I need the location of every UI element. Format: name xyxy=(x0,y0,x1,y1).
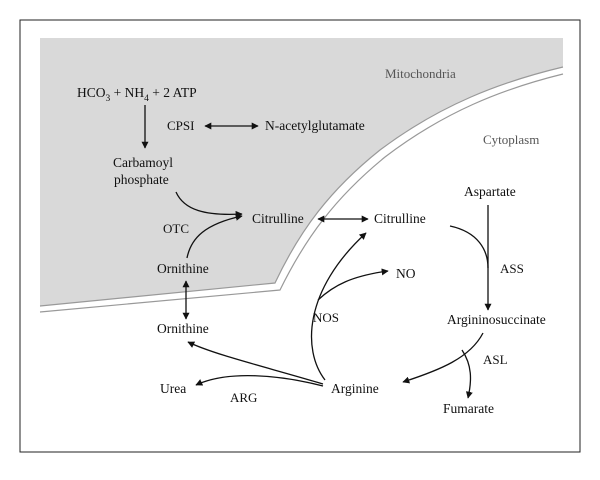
citrulline-cyto-label: Citrulline xyxy=(374,211,426,226)
arrow-arginine-to-urea xyxy=(195,375,324,387)
urea-label: Urea xyxy=(160,381,186,396)
arrow-citrulline-to-ass xyxy=(449,225,489,269)
carbamoyl-phosphate-label-line1: Carbamoyl xyxy=(113,155,173,170)
argininosuccinate-label: Argininosuccinate xyxy=(447,312,546,327)
substrates-label: HCO3 + NH4 + 2 ATP xyxy=(77,85,197,104)
carbamoyl-phosphate-label-line2: phosphate xyxy=(114,172,169,187)
mitochondria-region xyxy=(40,38,563,306)
arrow-carbamoyl-to-citrulline xyxy=(175,191,243,218)
arrow-asl-to-fumarate xyxy=(461,349,473,399)
n-acetylglutamate-label: N-acetylglutamate xyxy=(265,118,365,133)
membrane-inner xyxy=(39,66,564,307)
membrane-outer xyxy=(39,73,564,313)
citrulline-mito-label: Citrulline xyxy=(252,211,304,226)
no-label: NO xyxy=(396,266,416,281)
cytoplasm-label: Cytoplasm xyxy=(483,132,539,147)
aspartate-label: Aspartate xyxy=(464,184,516,199)
mitochondria-label: Mitochondria xyxy=(385,66,456,81)
enzyme-asl: ASL xyxy=(483,352,508,367)
arrow-arginine-to-ornithine xyxy=(187,341,324,385)
arrow-ornithine-to-citrulline xyxy=(186,213,243,259)
arginine-label: Arginine xyxy=(331,381,379,396)
enzyme-ass: ASS xyxy=(500,261,524,276)
arrow-argininosuccinate-to-arginine xyxy=(402,332,484,384)
enzyme-otc: OTC xyxy=(163,221,189,236)
arrow-nos-to-no xyxy=(317,268,389,301)
enzyme-arg: ARG xyxy=(230,390,257,405)
fumarate-label: Fumarate xyxy=(443,401,494,416)
ornithine-cyto-label: Ornithine xyxy=(157,321,209,336)
ornithine-mito-label: Ornithine xyxy=(157,261,209,276)
arrow-arginine-to-citrulline xyxy=(310,232,367,381)
enzyme-cpsi: CPSI xyxy=(167,118,194,133)
enzyme-nos: NOS xyxy=(313,310,339,325)
